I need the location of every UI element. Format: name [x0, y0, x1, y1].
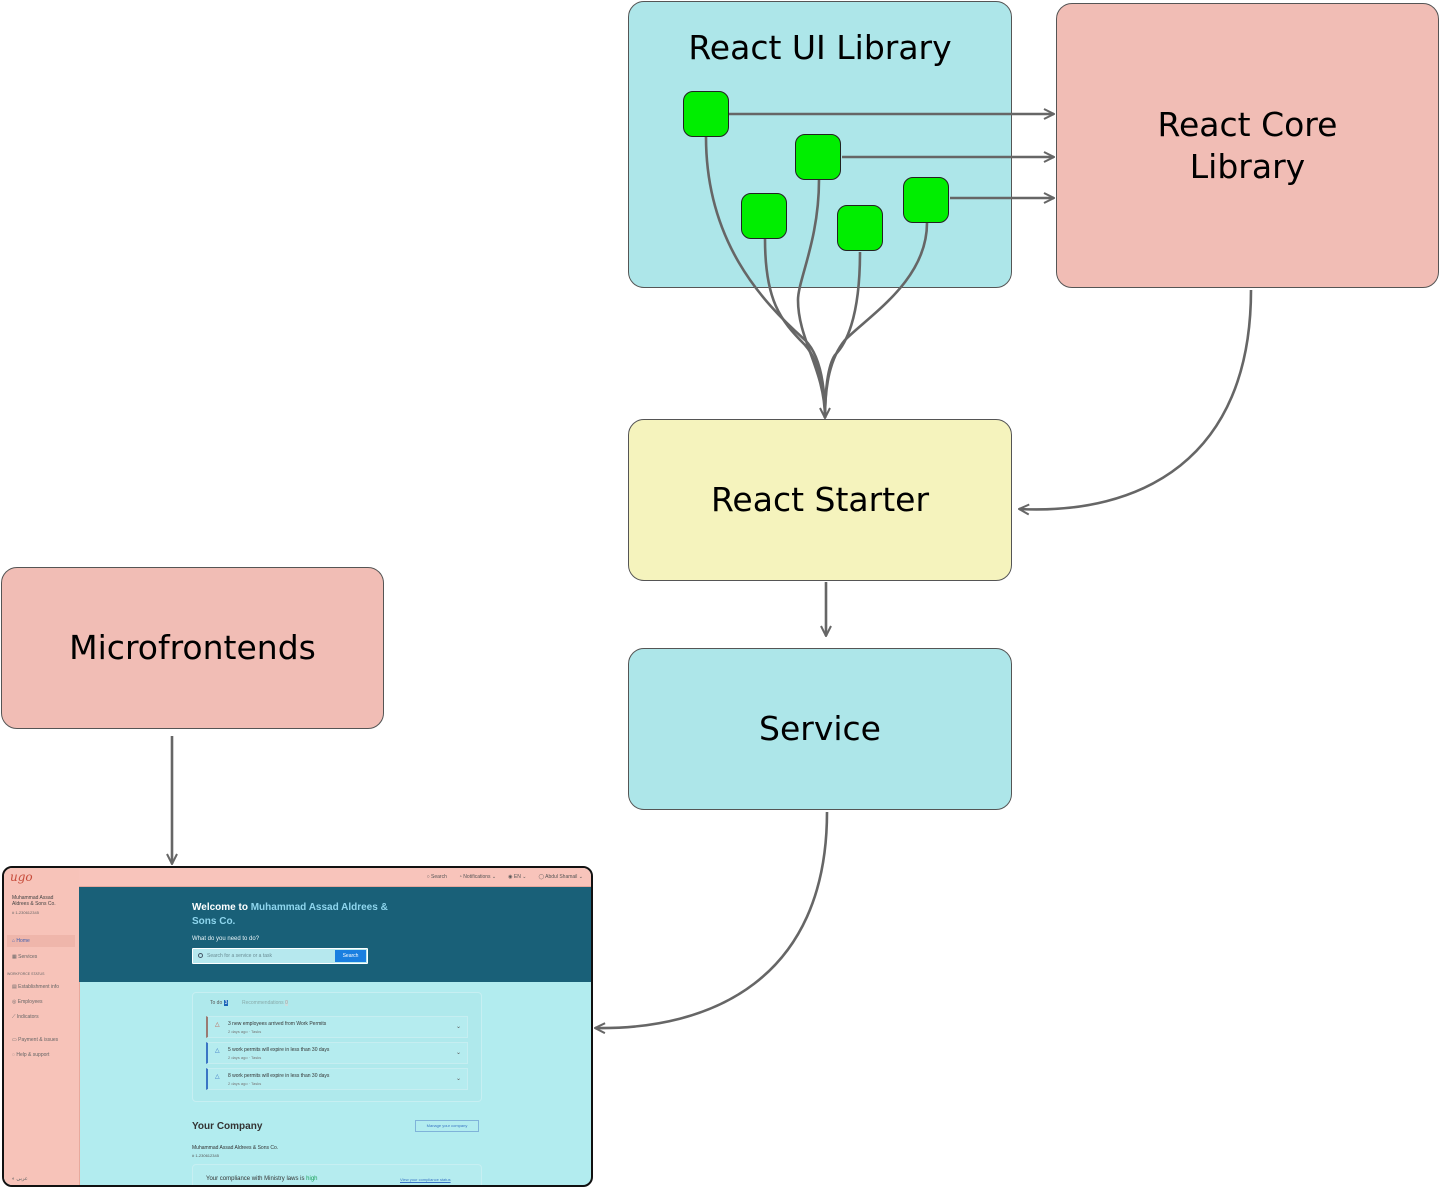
compliance-link[interactable]: View your compliance status: [400, 1177, 451, 1182]
react-starter-label: React Starter: [710, 480, 930, 520]
topbar-notifications[interactable]: ◔ Notifications ⌄: [458, 874, 497, 880]
curve-component-4-to-starter: [823, 251, 862, 419]
curve-component-2-to-starter: [796, 179, 827, 419]
sidebar-item-payments[interactable]: ▭ Payment & issues: [12, 1037, 59, 1043]
sidebar-item-label: Home: [16, 938, 30, 944]
compliance-text: Your compliance with Ministry laws is hi…: [206, 1176, 318, 1182]
topbar-user[interactable]: ◯ Abdul Shamail ⌄: [538, 874, 583, 880]
your-company-heading: Your Company: [192, 1121, 263, 1132]
app-logo: ugo: [10, 870, 33, 884]
search-icon: [198, 953, 203, 958]
app-sidebar: ugo Muhammad Assad Aldrees & Sons Co. # …: [4, 868, 80, 1185]
compliance-card: [192, 1164, 482, 1185]
app-screenshot: ugo Muhammad Assad Aldrees & Sons Co. # …: [2, 866, 593, 1187]
sidebar-item-label: Payment & issues: [18, 1037, 59, 1043]
task-item[interactable]: △ 8 work permits will expire in less tha…: [206, 1068, 468, 1090]
manage-company-button[interactable]: Manage your company: [415, 1120, 479, 1132]
service-label: Service: [759, 709, 881, 749]
topbar-language[interactable]: ◉ EN ⌄: [508, 874, 527, 880]
sidebar-item-indicators[interactable]: ⟋ Indicators: [12, 1014, 39, 1020]
curve-component-5-to-starter: [823, 222, 929, 419]
tab-recommendations-count: 0: [285, 1000, 288, 1006]
search-button[interactable]: Search: [335, 950, 366, 962]
warning-icon: △: [215, 1022, 220, 1028]
task-title: 5 work permits will expire in less than …: [228, 1047, 330, 1053]
task-title: 3 new employees arrived from Work Permit…: [228, 1021, 327, 1027]
topbar-language-label: EN: [513, 874, 521, 880]
task-title: 8 work permits will expire in less than …: [228, 1073, 330, 1079]
tab-todo-label: To do: [210, 1000, 223, 1006]
topbar-notifications-label: Notifications: [463, 874, 491, 880]
welcome-prefix: Welcome to: [192, 902, 251, 913]
welcome-company: Muhammad Assad Aldrees & Sons Co.: [192, 902, 388, 927]
sidebar-item-label: Employees: [17, 999, 43, 1005]
tab-recommendations-label: Recommendations: [242, 1000, 284, 1006]
ui-component-2: [795, 134, 841, 180]
microfrontends-label: Microfrontends: [69, 628, 316, 668]
sidebar-company-name[interactable]: Muhammad Assad Aldrees & Sons Co.: [12, 895, 56, 907]
topbar-user-label: Abdul Shamail: [545, 874, 578, 880]
sidebar-company-id: # 1-230612345: [12, 910, 39, 915]
sidebar-item-help[interactable]: ◌ Help & support: [12, 1052, 50, 1058]
sidebar-item-label: Establishment info: [18, 984, 59, 990]
ui-component-3: [741, 193, 787, 239]
chevron-down-icon[interactable]: ⌄: [455, 1024, 461, 1030]
sidebar-item-employees[interactable]: ◎ Employees: [12, 999, 43, 1005]
sidebar-item-label: Indicators: [16, 1014, 39, 1020]
curve-core-to-starter: [1019, 289, 1253, 509]
sidebar-item-label: Services: [18, 954, 38, 960]
service-search-input[interactable]: Search for a service or a task Search: [192, 948, 368, 964]
react-starter-box: React Starter: [628, 419, 1012, 581]
sidebar-item-establishment[interactable]: ▤ Establishment info: [12, 984, 59, 990]
chevron-down-icon[interactable]: ⌄: [455, 1050, 461, 1056]
ui-component-5: [903, 177, 949, 223]
welcome-title: Welcome to Muhammad Assad Aldrees & Sons…: [192, 901, 392, 928]
sidebar-home-highlight: [7, 935, 75, 947]
company-name-line: Muhammad Assad Aldrees & Sons Co.: [192, 1145, 279, 1151]
task-meta: 2 days ago · Tasks: [228, 1055, 262, 1060]
ui-component-4: [837, 205, 883, 251]
react-core-library-box: React Core Library: [1056, 3, 1439, 288]
compliance-prefix: Your compliance with Ministry laws is: [206, 1176, 307, 1182]
sidebar-item-services[interactable]: ▦ Services: [12, 954, 38, 960]
sidebar-item-label: عربي: [16, 1176, 28, 1182]
topbar-search-label: Search: [431, 874, 447, 880]
task-item[interactable]: △ 3 new employees arrived from Work Perm…: [206, 1016, 468, 1038]
tab-todo-count: 3: [223, 1000, 229, 1006]
welcome-banner: Welcome to Muhammad Assad Aldrees & Sons…: [79, 887, 591, 982]
warning-icon: △: [215, 1048, 220, 1054]
react-core-library-label: React Core Library: [1157, 105, 1338, 186]
task-meta: 2 days ago · Tasks: [228, 1081, 262, 1086]
tab-todo[interactable]: To do 3: [210, 1000, 229, 1006]
react-ui-library-label: React UI Library: [688, 28, 952, 67]
ui-component-1: [683, 91, 729, 137]
sidebar-section-label: WORKFORCE STATUS: [7, 972, 45, 976]
topbar-search[interactable]: ○ Search: [426, 874, 447, 880]
app-topbar: ○ Search ◔ Notifications ⌄ ◉ EN ⌄ ◯ Abdu…: [79, 868, 591, 887]
task-meta: 2 days ago · Tasks: [228, 1029, 262, 1034]
warning-icon: △: [215, 1074, 220, 1080]
sidebar-item-home[interactable]: ⌂ Home: [12, 938, 30, 944]
company-id-line: # 1-230612345: [192, 1153, 219, 1158]
search-placeholder: Search for a service or a task: [207, 953, 273, 959]
microfrontends-box: Microfrontends: [1, 567, 384, 729]
tab-recommendations[interactable]: Recommendations 0: [242, 1000, 288, 1006]
service-box: Service: [628, 648, 1012, 810]
curve-component-3-to-starter: [763, 238, 827, 419]
welcome-question: What do you need to do?: [192, 936, 260, 942]
sidebar-language-toggle[interactable]: ◐ عربي: [12, 1176, 28, 1182]
task-item[interactable]: △ 5 work permits will expire in less tha…: [206, 1042, 468, 1064]
chevron-down-icon[interactable]: ⌄: [455, 1076, 461, 1082]
compliance-level: high: [306, 1176, 318, 1182]
curve-service-to-app: [595, 811, 829, 1028]
sidebar-item-label: Help & support: [16, 1052, 50, 1058]
